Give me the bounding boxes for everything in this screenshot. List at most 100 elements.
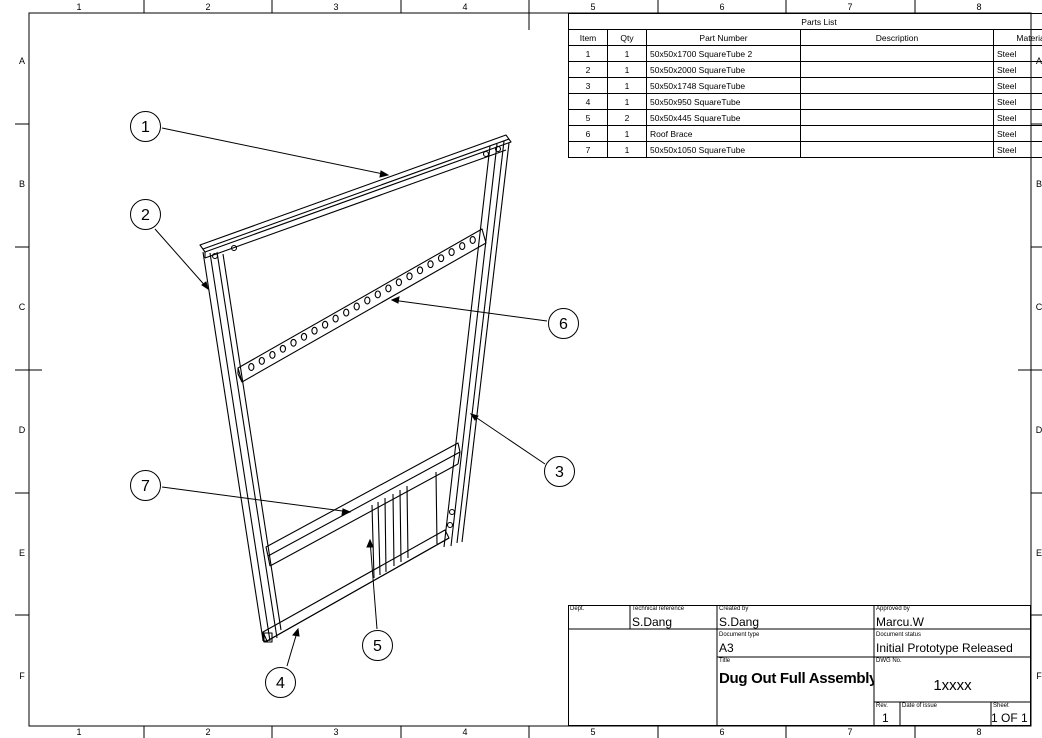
material-cell: Steel (992, 61, 1042, 78)
item-cell: 6 (568, 125, 608, 142)
item-balloon: 7 (130, 470, 161, 501)
zone-column-label: 6 (719, 2, 725, 12)
zone-column-label: 7 (847, 727, 853, 737)
zone-row-label: F (1036, 671, 1042, 681)
item-balloon: 1 (130, 111, 161, 142)
title-cell: Title Dug Out Full Assembly (717, 657, 874, 726)
dept-cell: Dept. (568, 605, 630, 629)
brace-hole (459, 242, 466, 251)
item-balloon: 2 (130, 199, 161, 230)
brace-hole (269, 350, 276, 359)
zone-column-label: 3 (333, 727, 339, 737)
part-6-roof-brace (237, 228, 487, 383)
qty-cell: 1 (607, 77, 647, 94)
column-header-part-number: Part Number (646, 29, 801, 46)
drawing-title: Dug Out Full Assembly (719, 670, 874, 687)
item-cell: 7 (568, 141, 608, 158)
zone-row-label: D (18, 425, 26, 435)
part-number-cell: 50x50x2000 SquareTube (646, 61, 801, 78)
qty-cell: 1 (607, 45, 647, 62)
brace-hole (332, 314, 339, 323)
parts-list-title: Parts List (567, 13, 1042, 30)
description-cell (800, 45, 994, 62)
item-balloon: 4 (265, 667, 296, 698)
description-cell (800, 125, 994, 142)
description-cell (800, 77, 994, 94)
qty-cell: 1 (607, 141, 647, 158)
zone-column-label: 4 (462, 2, 468, 12)
part-number-cell: Roof Brace (646, 125, 801, 142)
item-balloon: 5 (362, 630, 393, 661)
zone-column-label: 8 (976, 727, 982, 737)
tech-ref-label: Technical reference (632, 606, 685, 612)
zone-column-label: 1 (76, 2, 82, 12)
brace-hole (416, 266, 424, 275)
brace-hole (248, 363, 255, 371)
brace-hole (290, 338, 297, 347)
zone-row-label: F (19, 671, 25, 681)
column-header-description: Description (800, 29, 994, 46)
brace-hole (364, 296, 371, 305)
part-number-cell: 50x50x1700 SquareTube 2 (646, 45, 801, 62)
zone-row-label: C (18, 302, 26, 312)
zone-column-label: 6 (719, 727, 725, 737)
zone-column-label: 1 (76, 727, 82, 737)
sheet-value: 1 OF 1 (991, 711, 1028, 725)
description-cell (800, 61, 994, 78)
item-balloon: 3 (544, 456, 575, 487)
sheet-cell: Sheet 1 OF 1 (991, 702, 1031, 726)
brace-hole (437, 254, 445, 263)
zone-row-label: A (18, 56, 25, 66)
dwg-no-cell: DWG No. 1xxxx (874, 657, 1031, 702)
title-block-grid (568, 605, 1031, 726)
date-cell: Date of issue (900, 702, 991, 726)
part-2-left-post (202, 251, 282, 642)
item-balloon: 6 (548, 308, 579, 339)
date-label: Date of issue (902, 703, 938, 709)
doc-type-value: A3 (719, 641, 734, 655)
zone-row-label: B (18, 179, 25, 189)
qty-cell: 1 (607, 93, 647, 110)
doc-type-cell: Document type A3 (717, 629, 874, 657)
zone-column-label: 2 (205, 2, 211, 12)
rev-label: Rev. (876, 703, 888, 709)
brace-hole (321, 320, 329, 329)
brace-hole (374, 290, 381, 299)
description-cell (800, 109, 994, 126)
tech-ref-value: S.Dang (632, 615, 673, 629)
zone-column-label: 5 (590, 727, 596, 737)
part-4-bottom-tube (262, 529, 450, 643)
part-number-cell: 50x50x445 SquareTube (646, 109, 801, 126)
approved-by-cell: Approved by Marcu.W (874, 605, 1031, 629)
parts-list-table: Parts List Item Qty Part Number Descript… (567, 13, 1042, 158)
created-by-value: S.Dang (719, 615, 760, 629)
material-cell: Steel (992, 93, 1042, 110)
rev-cell: Rev. 1 (874, 702, 900, 726)
brace-hole (279, 344, 287, 353)
part-number-cell: 50x50x1748 SquareTube (646, 77, 801, 94)
created-by-label: Created by (719, 606, 749, 612)
material-cell: Steel (992, 125, 1042, 142)
material-cell: Steel (992, 77, 1042, 94)
part-1-top-tube (199, 134, 512, 259)
item-cell: 4 (568, 93, 608, 110)
brace-hole (343, 308, 350, 317)
zone-column-label: 3 (333, 2, 339, 12)
item-cell: 1 (568, 45, 608, 62)
doc-status-cell: Document status Initial Prototype Releas… (874, 629, 1031, 657)
doc-type-label: Document type (719, 632, 760, 638)
brace-hole (469, 236, 476, 244)
column-header-qty: Qty (607, 29, 647, 46)
zone-row-label: D (1035, 425, 1042, 435)
part-7-mid-tube (265, 442, 461, 567)
brace-hole (395, 278, 403, 287)
column-header-item: Item (568, 29, 608, 46)
zone-row-label: E (18, 548, 25, 558)
